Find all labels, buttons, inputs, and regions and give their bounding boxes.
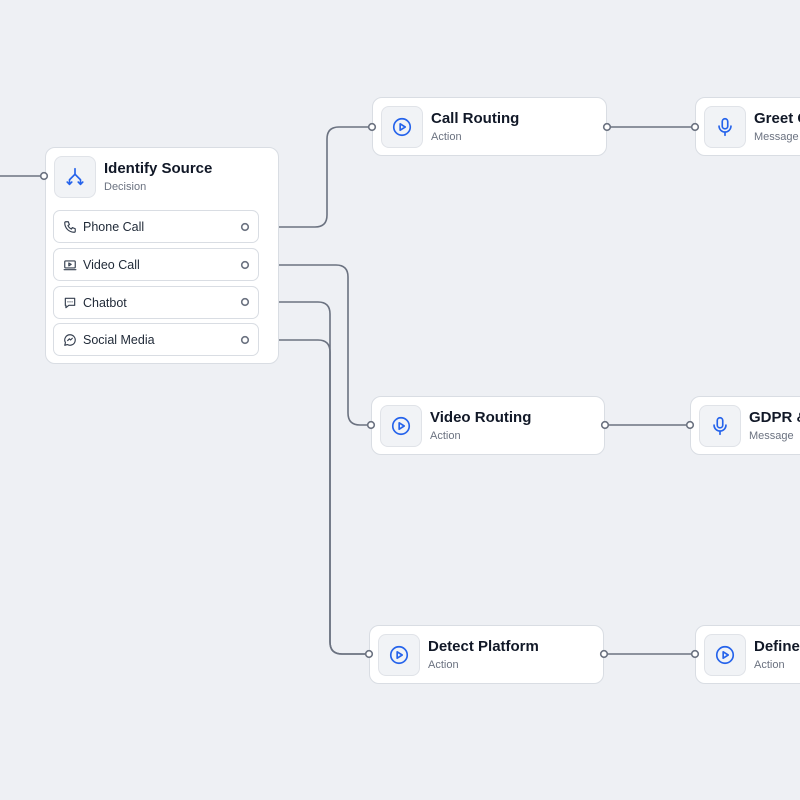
- option-phone-call[interactable]: Phone Call: [53, 210, 259, 243]
- microphone-icon: [699, 405, 741, 447]
- option-video-call[interactable]: Video Call: [53, 248, 259, 281]
- decision-node-identify-source[interactable]: Identify Source Decision Phone Call Vide…: [45, 147, 279, 364]
- play-icon: [704, 634, 746, 676]
- option-label: Chatbot: [83, 295, 127, 310]
- node-title: Greet C: [754, 109, 800, 127]
- action-node-detect-platform[interactable]: Detect Platform Action: [369, 625, 604, 684]
- node-title: Detect Platform: [428, 637, 539, 655]
- microphone-icon: [704, 106, 746, 148]
- node-header: Greet C Message: [704, 106, 800, 148]
- node-type: Message: [749, 429, 794, 442]
- node-header: Define Action: [704, 634, 800, 676]
- node-type: Action: [430, 429, 461, 442]
- node-title: Identify Source: [104, 159, 213, 177]
- node-title: GDPR &: [749, 408, 800, 426]
- message-node-greet[interactable]: Greet C Message: [695, 97, 800, 156]
- option-chatbot[interactable]: Chatbot: [53, 286, 259, 319]
- node-header: Call Routing Action: [381, 106, 519, 148]
- connector-video-to-video-routing: [245, 264, 371, 426]
- connector-phone-to-call-routing: [245, 126, 372, 228]
- node-type: Action: [428, 658, 459, 671]
- option-label: Phone Call: [83, 219, 145, 234]
- play-icon: [381, 106, 423, 148]
- option-social-media[interactable]: Social Media: [53, 323, 259, 356]
- action-node-video-routing[interactable]: Video Routing Action: [371, 396, 605, 455]
- video-icon: [63, 258, 77, 272]
- node-type: Action: [754, 658, 785, 671]
- node-header: Identify Source Decision: [54, 156, 212, 198]
- node-title: Define: [754, 637, 800, 655]
- node-type: Message: [754, 130, 799, 143]
- option-label: Social Media: [83, 332, 155, 347]
- node-title: Video Routing: [430, 408, 532, 426]
- node-title: Call Routing: [431, 109, 520, 127]
- node-header: GDPR & Message: [699, 405, 800, 447]
- message-node-gdpr[interactable]: GDPR & Message: [690, 396, 800, 455]
- action-node-define[interactable]: Define Action: [695, 625, 800, 684]
- chat-icon: [63, 296, 77, 310]
- node-header: Video Routing Action: [380, 405, 531, 447]
- action-node-call-routing[interactable]: Call Routing Action: [372, 97, 607, 156]
- node-type: Action: [431, 130, 462, 143]
- play-icon: [378, 634, 420, 676]
- node-header: Detect Platform Action: [378, 634, 539, 676]
- option-label: Video Call: [83, 257, 140, 272]
- node-type: Decision: [104, 180, 147, 193]
- connector-social-to-detect-platform: [245, 339, 369, 655]
- message-bubble-icon: [63, 333, 77, 347]
- split-arrows-icon: [54, 156, 96, 198]
- phone-icon: [63, 220, 77, 234]
- play-icon: [380, 405, 422, 447]
